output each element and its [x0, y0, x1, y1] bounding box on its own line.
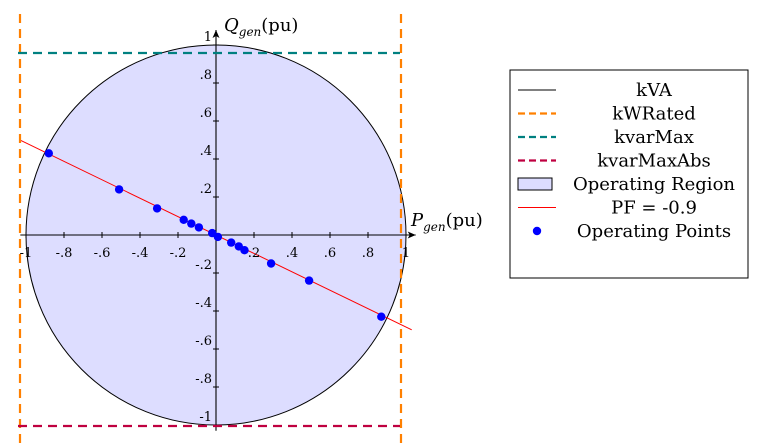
- y-tick-label: -1: [199, 410, 212, 425]
- x-axis-arrow: [407, 231, 416, 239]
- x-tick-label: -1: [20, 246, 33, 261]
- y-tick-label: .8: [200, 68, 212, 83]
- y-tick-label: .2: [200, 182, 212, 197]
- x-tick-label: .6: [324, 246, 336, 261]
- legend-label: PF = -0.9: [611, 198, 697, 219]
- y-axis-label: Qgen(pu): [224, 15, 298, 39]
- legend-label: kvarMaxAbs: [597, 151, 710, 172]
- y-tick-label: .6: [200, 106, 212, 121]
- operating-point: [44, 149, 53, 158]
- operating-point: [213, 232, 223, 242]
- operating-point: [152, 204, 162, 213]
- legend-label: Operating Points: [577, 221, 731, 242]
- x-tick-label: -.8: [56, 246, 73, 261]
- x-tick-label: .8: [362, 246, 374, 261]
- x-tick-label: .2: [248, 246, 260, 261]
- operating-point: [194, 223, 204, 232]
- legend-box: [509, 69, 749, 279]
- operating-point: [240, 246, 249, 255]
- y-tick-label: 1: [204, 30, 212, 45]
- y-axis-arrow: [212, 30, 220, 38]
- y-tick-label: -.6: [195, 334, 212, 349]
- x-tick-label: -.4: [132, 246, 149, 261]
- operating-point: [179, 215, 188, 224]
- x-tick-label: -.2: [170, 246, 187, 261]
- y-tick-label: .4: [200, 144, 212, 159]
- x-tick-label: .4: [286, 246, 298, 261]
- x-axis-label: Pgen(pu): [410, 210, 483, 234]
- operating-point: [377, 312, 386, 321]
- legend-label: kWRated: [612, 104, 696, 125]
- x-tick-label: 1: [402, 246, 410, 261]
- x-tick-label: -.6: [94, 246, 111, 261]
- operating-point: [266, 259, 276, 268]
- legend-swatch-point: [532, 226, 542, 236]
- y-tick-label: -.2: [195, 258, 212, 273]
- operating-point: [187, 219, 196, 228]
- plot-area: -1 -.8 -.6 -.4 -.2 .2 .4 .6 .8 1 1 .8 .6 .4 .2 -.2 -.4 -.…: [18, 14, 483, 444]
- legend-label: Operating Region: [573, 174, 735, 195]
- legend-label: kvarMax: [614, 127, 694, 148]
- legend-swatch-region: [517, 177, 553, 191]
- y-tick-label: -.4: [195, 296, 212, 311]
- y-tick-label: -.8: [195, 372, 212, 387]
- legend-label: kVA: [636, 80, 673, 101]
- operating-point: [114, 185, 124, 194]
- operating-point: [304, 276, 314, 285]
- operating-point: [227, 238, 236, 247]
